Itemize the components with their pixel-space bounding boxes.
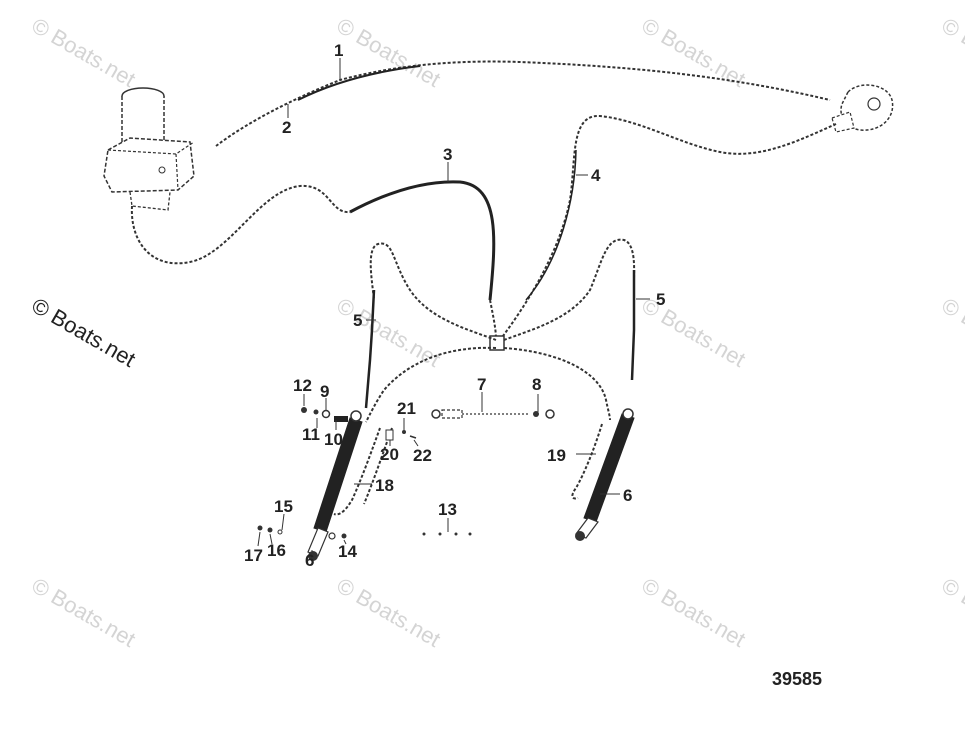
part-10 (334, 416, 348, 422)
part-16 (267, 527, 273, 533)
callout-10: 10 (324, 430, 343, 449)
callout-13: 13 (438, 500, 457, 519)
bracket-18 (333, 427, 381, 516)
callout-1: 1 (334, 41, 343, 60)
switch-drawing (831, 84, 894, 133)
callout-21: 21 (397, 399, 416, 418)
leader-lines (257, 58, 650, 562)
part-11 (313, 409, 319, 415)
callout-8: 8 (532, 375, 541, 394)
part-12 (301, 407, 307, 413)
pivot-pin (431, 409, 530, 419)
hose-right-loop (503, 238, 636, 341)
callout-5-right: 5 (656, 290, 665, 309)
callout-14: 14 (338, 542, 357, 561)
hose-5-left (364, 289, 376, 409)
callout-2: 2 (282, 118, 291, 137)
watermark: © Boats.net (638, 293, 750, 372)
callout-19: 19 (547, 446, 566, 465)
harness-1-solid (297, 65, 421, 101)
trim-cylinder-right (575, 408, 635, 541)
bracket-19 (571, 423, 603, 500)
watermark: © Boats.net (28, 573, 140, 652)
harness-1 (215, 60, 831, 147)
callout-3: 3 (443, 145, 452, 164)
part-9 (321, 409, 331, 419)
callout-15: 15 (274, 497, 293, 516)
part-13 (422, 532, 472, 536)
hose-pump-lower (130, 184, 351, 265)
part-14 (341, 533, 347, 539)
hose-5-right (630, 270, 636, 381)
callout-labels: 1 2 3 4 5 5 7 8 12 9 11 10 21 20 22 18 1… (244, 41, 665, 570)
part-17 (257, 525, 263, 531)
callout-6-right: 6 (623, 486, 632, 505)
figure-number: 39585 (772, 669, 822, 689)
callout-7: 7 (477, 375, 486, 394)
callout-16: 16 (267, 541, 286, 560)
watermark: © Boats.net (938, 13, 965, 92)
callout-4: 4 (591, 166, 601, 185)
callout-11: 11 (302, 425, 320, 444)
hose-3 (349, 180, 496, 301)
callout-17: 17 (244, 546, 263, 565)
watermark: © Boats.net (333, 293, 445, 372)
pump-motor-drawing (103, 87, 195, 211)
callout-22: 22 (413, 446, 432, 465)
watermark: © Boats.net (938, 573, 965, 652)
watermark: © Boats.net (333, 573, 445, 652)
hose-4 (499, 114, 837, 341)
callout-5-left: 5 (353, 311, 362, 330)
trim-cylinder-left (307, 410, 363, 561)
part-21 (402, 430, 406, 434)
watermark: © Boats.net (938, 293, 965, 372)
washer (545, 409, 555, 419)
callout-9: 9 (320, 382, 329, 401)
callout-18: 18 (375, 476, 394, 495)
hose-junction (489, 335, 505, 351)
watermark: © Boats.net (638, 573, 750, 652)
part-14a (328, 532, 336, 540)
watermark: © Boats.net (28, 13, 140, 92)
hose-4-solid (525, 149, 577, 301)
callout-12: 12 (293, 376, 312, 395)
callout-6-left: 6 (305, 551, 314, 570)
part-20 (385, 429, 394, 441)
part-22 (409, 435, 417, 439)
nut (533, 411, 539, 417)
cross-hose-right (503, 347, 611, 421)
part-15 (277, 529, 283, 535)
hose-3-end (489, 299, 497, 341)
hose-left-loop (369, 242, 497, 341)
watermark-main: © Boats.net (28, 293, 140, 372)
callout-20: 20 (380, 445, 399, 464)
